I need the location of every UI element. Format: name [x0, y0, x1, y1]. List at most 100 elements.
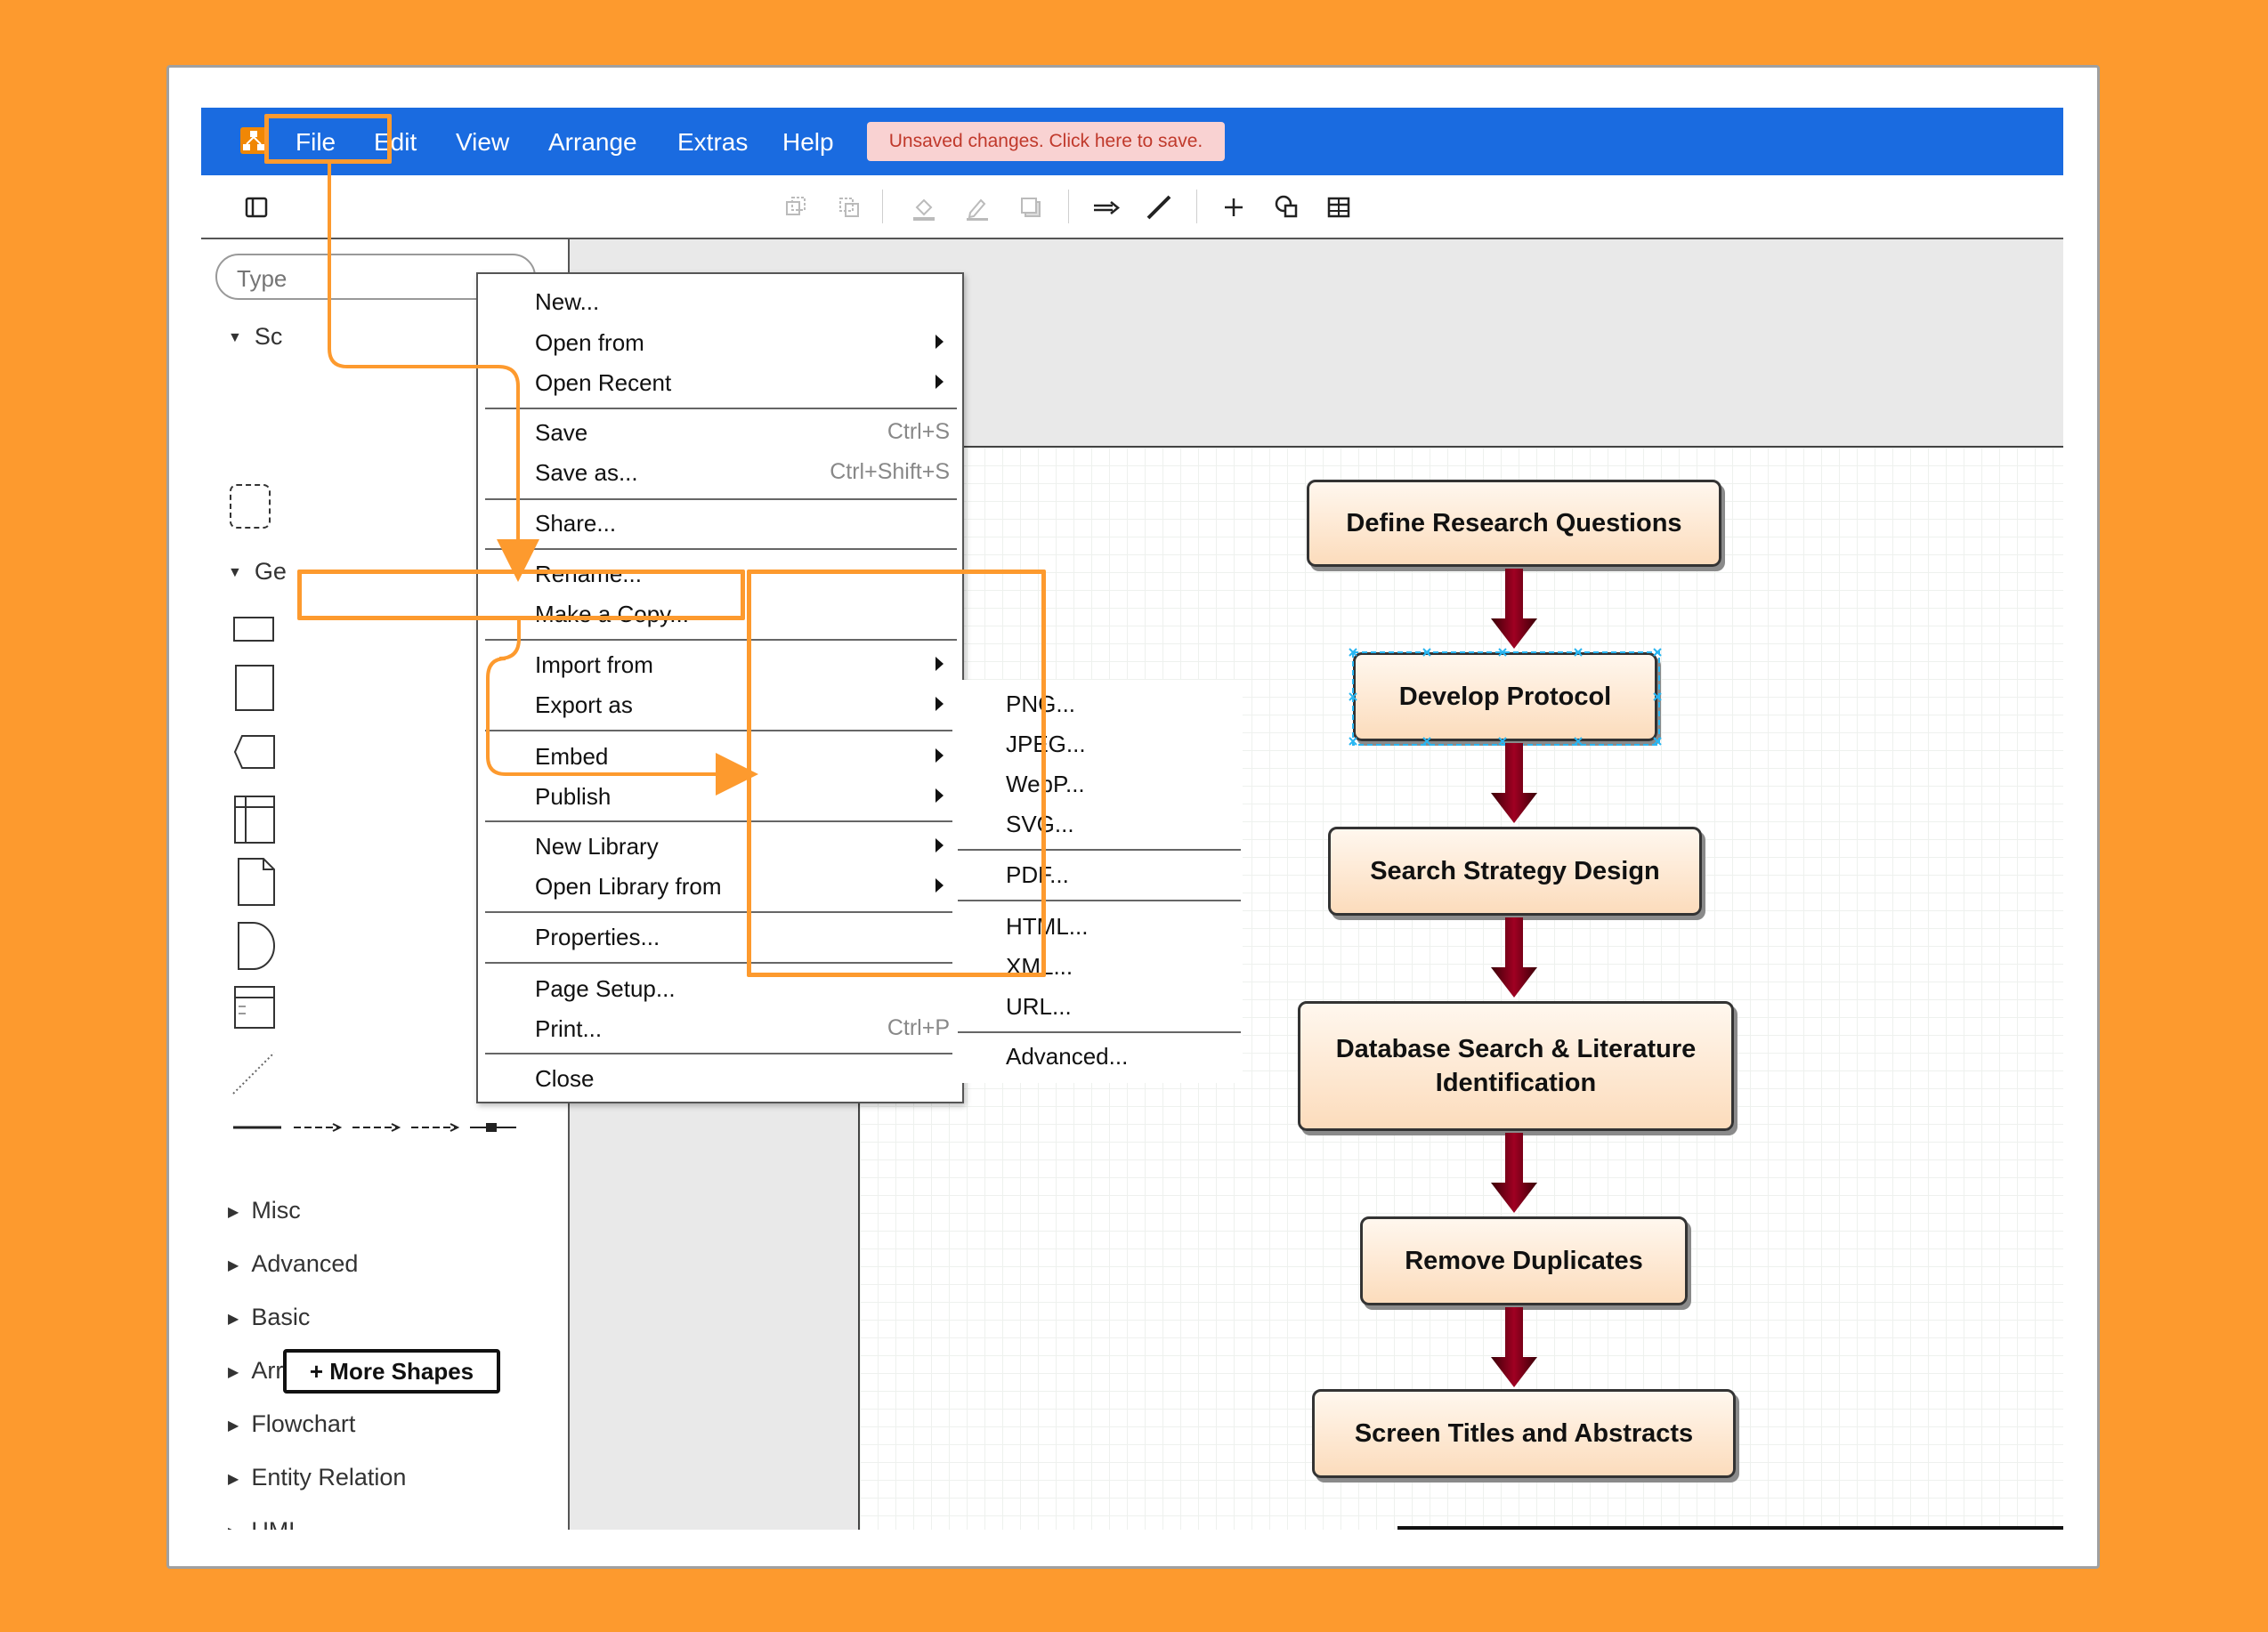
connector-shapes-row[interactable]	[231, 1119, 525, 1136]
scratchpad-shape[interactable]	[230, 484, 271, 529]
menu-help[interactable]: Help	[782, 128, 834, 156]
more-shapes-button[interactable]: + More Shapes	[283, 1349, 500, 1394]
menu-item-open-from[interactable]: Open from	[535, 329, 644, 356]
menu-item-share[interactable]: Share...	[535, 510, 617, 537]
export-as-submenu: PNG... JPEG... WebP... SVG... PDF... HTM…	[952, 680, 1243, 1083]
section-uml[interactable]: ▶UML	[228, 1517, 302, 1530]
print-shortcut: Ctrl+P	[887, 1015, 950, 1040]
toolbar-separator	[1068, 190, 1069, 223]
line-color-icon[interactable]	[963, 193, 992, 222]
menu-edit[interactable]: Edit	[374, 128, 417, 156]
menu-separator	[485, 498, 957, 500]
save-as-shortcut: Ctrl+Shift+S	[830, 459, 950, 484]
shapes-icon[interactable]	[1273, 193, 1301, 222]
hexagon-shape[interactable]	[233, 734, 276, 770]
section-advanced[interactable]: ▶Advanced	[228, 1250, 359, 1277]
export-svg[interactable]: SVG...	[1006, 811, 1074, 837]
menu-item-import-from[interactable]: Import from	[535, 651, 653, 678]
export-html[interactable]: HTML...	[1006, 913, 1089, 940]
format-panel-toggle-icon[interactable]	[242, 193, 271, 222]
menu-item-open-recent[interactable]: Open Recent	[535, 369, 672, 396]
selection-handles[interactable]	[1348, 645, 1665, 748]
export-pdf[interactable]: PDF...	[1006, 861, 1069, 888]
section-general[interactable]: ▼Ge	[228, 558, 287, 585]
menu-item-save-as[interactable]: Save as...	[535, 459, 638, 486]
highlight-export-as	[297, 570, 745, 620]
menu-arrange[interactable]: Arrange	[548, 128, 637, 156]
table-shape[interactable]	[233, 795, 276, 844]
waypoints-icon[interactable]	[1145, 193, 1173, 222]
flow-arrow-5[interactable]	[1489, 1307, 1539, 1389]
drawio-app: File Edit View Arrange Extras Help Unsav…	[201, 108, 2063, 1530]
flow-node-6[interactable]: Screen Titles and Abstracts	[1312, 1389, 1736, 1478]
expand-right-icon: ▶	[228, 1204, 239, 1220]
dotted-line-shape[interactable]	[231, 1051, 276, 1095]
unsaved-changes-button[interactable]: Unsaved changes. Click here to save.	[867, 122, 1225, 161]
submenu-arrow-icon	[936, 838, 944, 852]
submenu-arrow-icon	[936, 788, 944, 803]
square-shape[interactable]	[235, 665, 274, 711]
submenu-arrow-icon	[936, 878, 944, 893]
flow-node-2[interactable]: Develop Protocol	[1353, 652, 1657, 741]
menu-item-properties[interactable]: Properties...	[535, 924, 660, 950]
shape-search-input[interactable]	[235, 264, 506, 294]
toolbar	[201, 175, 2063, 239]
export-png[interactable]: PNG...	[1006, 691, 1076, 717]
expand-down-icon: ▼	[228, 329, 242, 345]
shadow-icon[interactable]	[1017, 193, 1045, 222]
menu-item-new-library[interactable]: New Library	[535, 833, 659, 860]
flow-arrow-1[interactable]	[1489, 569, 1539, 650]
submenu-arrow-icon	[936, 748, 944, 763]
menu-item-export-as[interactable]: Export as	[535, 691, 633, 718]
plus-icon: +	[309, 1358, 330, 1385]
section-basic[interactable]: ▶Basic	[228, 1304, 311, 1330]
menu-extras[interactable]: Extras	[677, 128, 749, 156]
fill-color-icon[interactable]	[910, 193, 938, 222]
section-entity-relation[interactable]: ▶Entity Relation	[228, 1464, 407, 1491]
menu-item-publish[interactable]: Publish	[535, 783, 612, 810]
flow-arrow-3[interactable]	[1489, 917, 1539, 999]
menu-item-print[interactable]: Print...	[535, 1015, 603, 1042]
menu-item-close[interactable]: Close	[535, 1065, 595, 1092]
flow-node-5[interactable]: Remove Duplicates	[1360, 1216, 1688, 1305]
menu-item-new[interactable]: New...	[535, 288, 600, 315]
save-shortcut: Ctrl+S	[887, 419, 950, 444]
menu-item-page-setup[interactable]: Page Setup...	[535, 975, 676, 1002]
list-shape[interactable]	[233, 985, 276, 1030]
menu-item-open-library-from[interactable]: Open Library from	[535, 873, 722, 900]
section-flowchart[interactable]: ▶Flowchart	[228, 1410, 356, 1437]
export-url[interactable]: URL...	[1006, 993, 1072, 1020]
menu-separator	[485, 548, 957, 550]
expand-right-icon: ▶	[228, 1311, 239, 1327]
menu-separator	[485, 1053, 957, 1054]
menu-item-embed[interactable]: Embed	[535, 743, 609, 770]
menubar: File Edit View Arrange Extras Help Unsav…	[201, 108, 2063, 175]
menu-separator	[958, 900, 1241, 901]
flow-node-4[interactable]: Database Search & Literature Identificat…	[1298, 1001, 1734, 1131]
expand-right-icon: ▶	[228, 1523, 239, 1530]
flow-node-1[interactable]: Define Research Questions	[1307, 480, 1721, 567]
drawio-logo-icon[interactable]	[240, 127, 267, 154]
flow-node-3[interactable]: Search Strategy Design	[1328, 827, 1702, 916]
menu-item-save[interactable]: Save	[535, 419, 588, 446]
connection-arrow-icon[interactable]	[1091, 193, 1120, 222]
delay-shape[interactable]	[237, 921, 276, 971]
menu-separator	[485, 911, 957, 913]
menu-file[interactable]: File	[296, 128, 336, 156]
insert-plus-icon[interactable]	[1219, 193, 1248, 222]
flow-arrow-4[interactable]	[1489, 1133, 1539, 1215]
table-icon[interactable]	[1324, 193, 1353, 222]
flow-arrow-2[interactable]	[1489, 743, 1539, 825]
section-scratchpad[interactable]: ▼Sc	[228, 323, 283, 350]
menu-item-rename[interactable]: Rename...	[535, 561, 642, 587]
to-front-icon[interactable]	[782, 193, 810, 222]
section-misc[interactable]: ▶Misc	[228, 1197, 301, 1224]
note-shape[interactable]	[237, 857, 276, 907]
menu-view[interactable]: View	[456, 128, 510, 156]
to-back-icon[interactable]	[835, 193, 863, 222]
export-advanced[interactable]: Advanced...	[1006, 1043, 1129, 1070]
expand-right-icon: ▶	[228, 1471, 239, 1487]
partial-node-edge	[1397, 1526, 2063, 1530]
rectangle-shape[interactable]	[233, 617, 274, 642]
submenu-arrow-icon	[936, 375, 944, 389]
